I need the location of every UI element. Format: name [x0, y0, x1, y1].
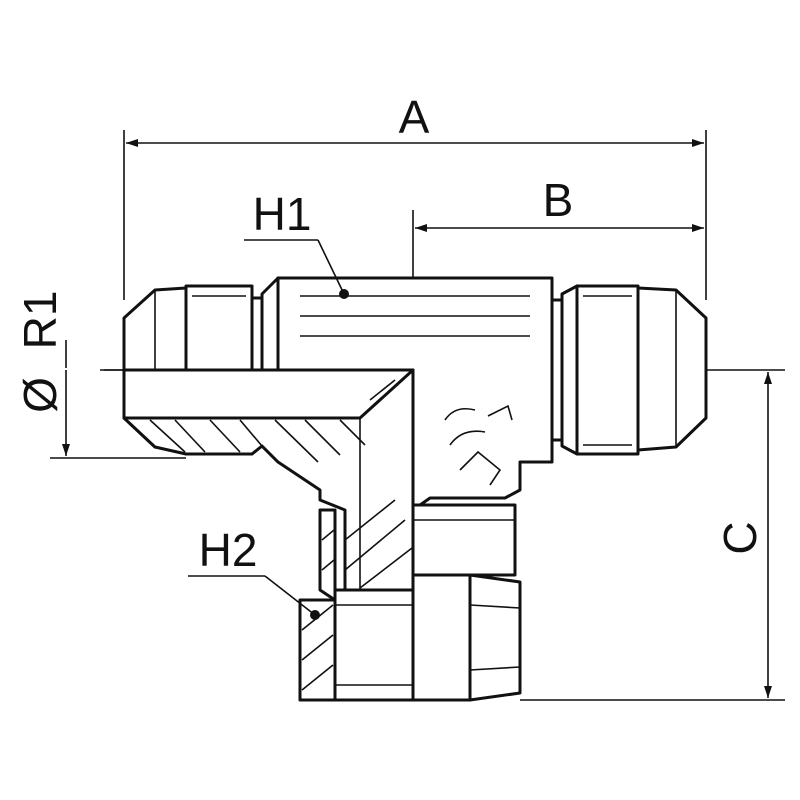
nut-hex-chamfer-top	[469, 604, 521, 609]
hatch-line	[209, 419, 241, 453]
hatch-line	[174, 419, 206, 453]
hatch-line	[239, 419, 263, 447]
nut-retaining-ring	[318, 508, 337, 602]
h2-leader-line	[264, 575, 316, 616]
hatch-line	[274, 419, 319, 463]
right-thread	[575, 284, 640, 456]
hatch-line	[304, 419, 341, 456]
nut-hex-face-left	[411, 573, 472, 702]
dim-r1-label: R1	[14, 291, 66, 350]
nut-hex-chamfer-bottom	[469, 666, 521, 671]
h1-label: H1	[253, 188, 312, 240]
nut-upper-collar	[411, 503, 517, 577]
dimension-r1: Ø R1	[14, 291, 186, 459]
section-cut	[122, 368, 415, 592]
hatch-line	[344, 519, 406, 571]
hatch-line	[344, 499, 396, 541]
section-outline	[122, 368, 415, 592]
body-fillet-mark-4	[487, 404, 513, 421]
body-fillet-mark-1	[444, 407, 476, 421]
body-fillet-mark-3	[459, 450, 502, 486]
nut-hatch	[321, 559, 335, 571]
body-fillet-mark-2	[449, 430, 486, 446]
dim-a-label: A	[399, 91, 430, 143]
hatch-line	[369, 379, 396, 401]
dimension-c: C	[520, 369, 785, 701]
dimension-a: A	[123, 91, 707, 300]
h1-leader-line	[317, 239, 345, 295]
diameter-symbol: Ø	[14, 377, 66, 413]
dim-c-label: C	[714, 521, 766, 554]
bore-edge	[122, 368, 415, 420]
hatch-line	[339, 419, 366, 446]
nut-hatch	[321, 529, 335, 541]
right-cone	[636, 286, 708, 452]
nut-section-bore	[333, 588, 415, 702]
h2-label: H2	[199, 524, 258, 576]
swivel-nut	[298, 503, 522, 702]
nut-hex-face-right	[468, 573, 522, 702]
nut-hatch	[301, 634, 334, 661]
nut-hatch	[301, 664, 334, 691]
dim-b-label: B	[543, 174, 574, 226]
hatch-line	[149, 419, 186, 453]
leader-h2: H2	[188, 524, 316, 616]
hatch-line	[359, 547, 413, 589]
right-relief-groove	[560, 284, 579, 456]
right-flare-end	[550, 284, 708, 456]
leader-h1: H1	[244, 188, 345, 295]
